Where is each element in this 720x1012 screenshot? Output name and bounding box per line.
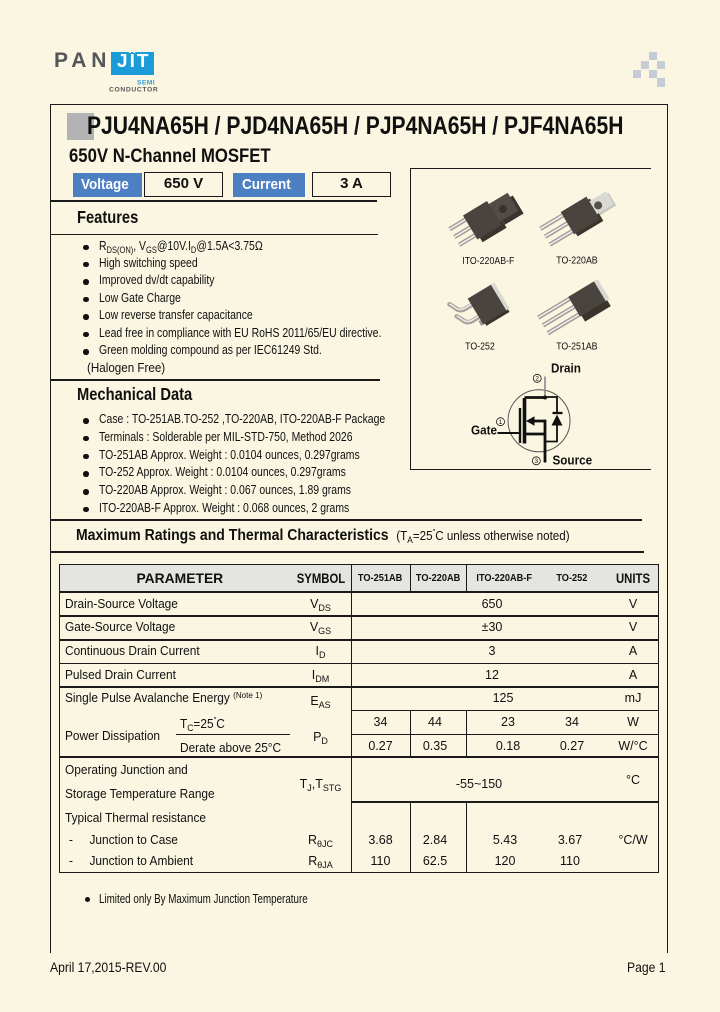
svg-text:TO-252: TO-252 xyxy=(465,340,495,352)
svg-text:Drain: Drain xyxy=(551,361,581,376)
svg-text:Source: Source xyxy=(553,453,593,468)
svg-text:Gate: Gate xyxy=(471,423,497,438)
svg-text:2: 2 xyxy=(535,376,539,383)
svg-text:3: 3 xyxy=(534,458,538,465)
svg-text:TO-220AB: TO-220AB xyxy=(556,254,597,266)
svg-text:TO-251AB: TO-251AB xyxy=(556,340,597,352)
svg-text:1: 1 xyxy=(499,419,503,426)
svg-text:ITO-220AB-F: ITO-220AB-F xyxy=(462,254,514,266)
